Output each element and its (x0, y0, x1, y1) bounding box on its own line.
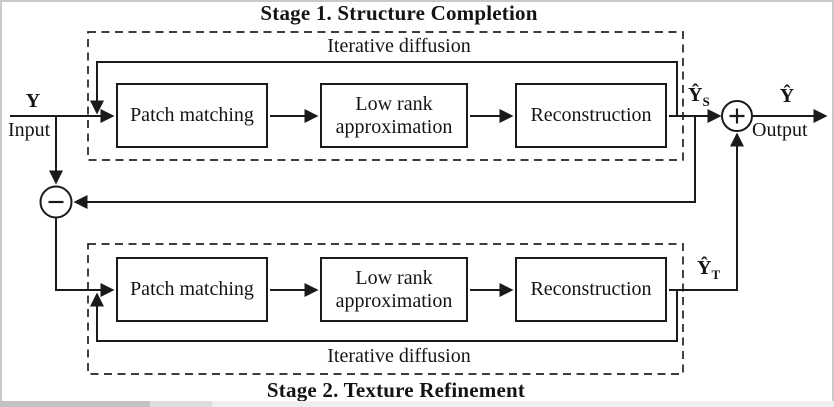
bottom-edge-segment-light (150, 401, 212, 407)
screenshot-border-top (0, 0, 834, 2)
stage2-loop-label: Iterative diffusion (327, 345, 471, 367)
stage1-reconstruction-box: Reconstruction (515, 83, 667, 148)
ys-base: Ŷ (688, 84, 703, 106)
stage1-low-rank-label: Low rank approximation (335, 93, 453, 138)
input-signal-label: Y (25, 90, 41, 112)
screenshot-border-left (0, 0, 2, 407)
stage2-title: Stage 2. Texture Refinement (266, 378, 526, 402)
add-junction-icon (721, 100, 753, 132)
subtractor-to-stage2-line (55, 217, 115, 297)
stage2-reconstruction-box: Reconstruction (515, 257, 667, 322)
stage1-dashed-boundary (87, 31, 684, 161)
stage1-patch-matching-box: Patch matching (116, 83, 268, 148)
stage1-feedback-loop-line (90, 61, 678, 116)
screenshot-border-right (832, 0, 834, 407)
stage2-reconstruction-label: Reconstruction (530, 278, 652, 301)
stage2-low-rank-label: Low rank approximation (335, 267, 453, 312)
input-label: Input (8, 119, 51, 141)
stage1-output-signal-label: ŶS (688, 84, 710, 108)
bottom-edge-segment-dark (0, 401, 150, 407)
stage2-feedback-loop-line (90, 290, 678, 342)
ys-sub: S (702, 94, 710, 109)
stage1-title: Stage 1. Structure Completion (260, 1, 538, 25)
subtract-junction-icon (39, 185, 73, 219)
ys-branch-to-subtractor-line (73, 116, 696, 209)
screenshot-border-bottom (0, 401, 834, 407)
stage1-patch-matching-label: Patch matching (130, 104, 254, 127)
stage2-patch-matching-box: Patch matching (116, 257, 268, 322)
stage2-low-rank-box: Low rank approximation (320, 257, 468, 322)
stage2-patch-matching-label: Patch matching (130, 278, 254, 301)
stage2-output-signal-label: ŶT (697, 257, 720, 281)
yt-base: Ŷ (697, 257, 712, 279)
output-signal-label: Ŷ (779, 85, 795, 107)
stage1-low-rank-box: Low rank approximation (320, 83, 468, 148)
output-label: Output (752, 119, 808, 141)
yt-sub: T (711, 267, 721, 282)
stage1-loop-label: Iterative diffusion (327, 35, 471, 57)
stage2-output-to-adder-line (669, 132, 744, 291)
stage2-dashed-boundary (87, 243, 684, 375)
stage1-reconstruction-label: Reconstruction (530, 104, 652, 127)
